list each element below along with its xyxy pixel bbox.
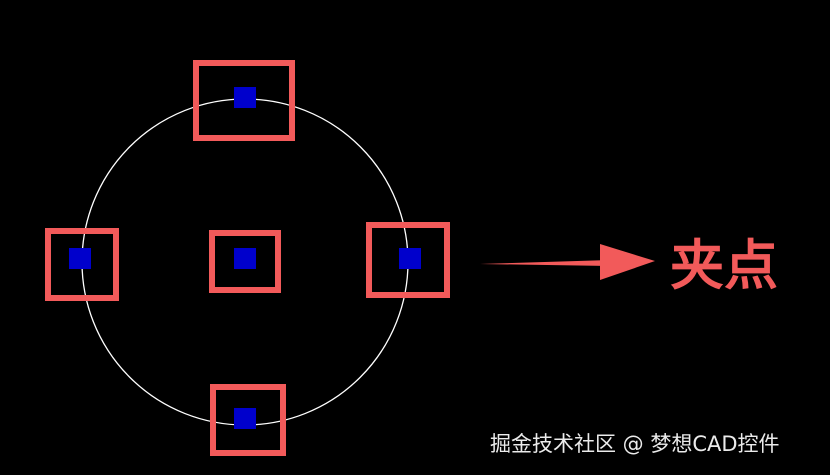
grip-center[interactable]	[234, 248, 256, 269]
grip-right[interactable]	[399, 248, 421, 269]
grip-highlight-right	[366, 222, 450, 298]
grip-highlight-left	[45, 228, 119, 301]
grip-highlight-top	[193, 60, 295, 141]
watermark-text: 掘金技术社区 @ 梦想CAD控件	[490, 432, 780, 456]
grip-highlight-bottom	[210, 384, 286, 456]
annotation-label: 夹点	[670, 234, 778, 297]
arrow-icon	[480, 244, 655, 280]
grip-highlight-center	[209, 230, 281, 293]
grip-left[interactable]	[69, 248, 91, 269]
grip-bottom[interactable]	[234, 408, 256, 429]
grip-top[interactable]	[234, 87, 256, 108]
